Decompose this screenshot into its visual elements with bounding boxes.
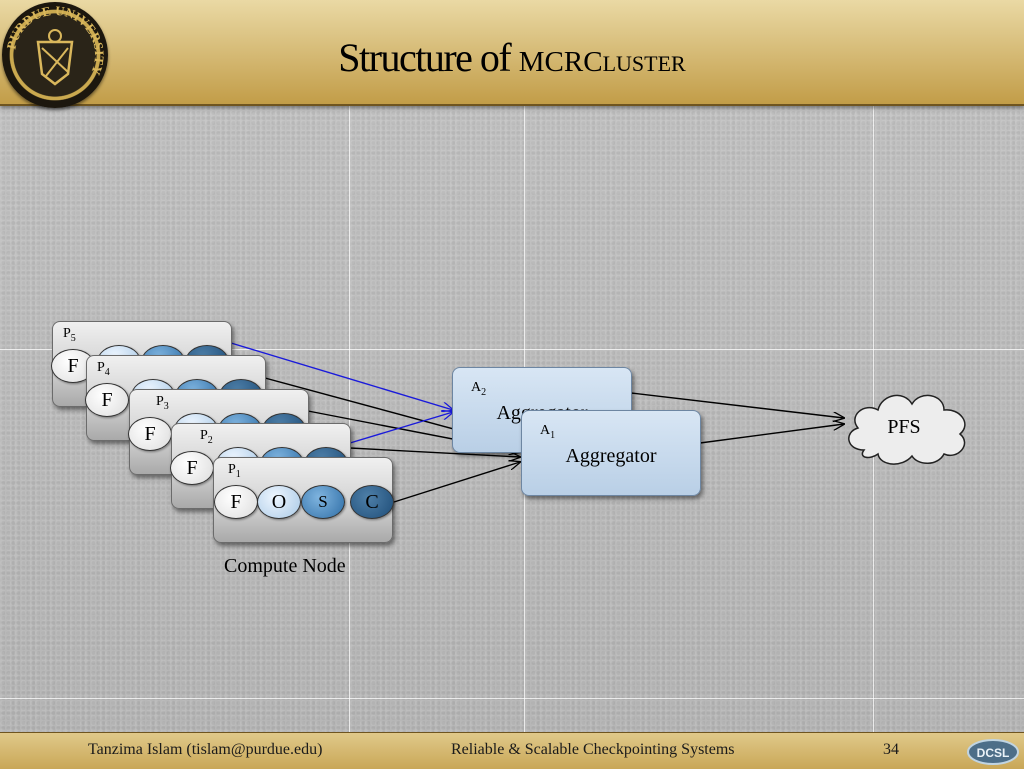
grid-line: [0, 698, 1024, 699]
oval-o: O: [257, 485, 301, 519]
aggregator-a1: A1 Aggregator: [521, 410, 701, 496]
aggregator-label: A2: [471, 380, 487, 398]
svg-text:DCSL: DCSL: [977, 746, 1010, 760]
page-number: 34: [883, 741, 899, 758]
slide-header: PURDUE UNIVERSITY Structure of MCRCLUSTE…: [0, 0, 1024, 108]
oval-f: F: [85, 383, 129, 417]
arrow-p2-a2: [349, 412, 453, 444]
arrow-a2-pfs: [630, 392, 844, 418]
process-label: P1: [228, 462, 241, 480]
purdue-seal-icon: PURDUE UNIVERSITY: [3, 3, 107, 86]
compute-node-label: Compute Node: [224, 555, 346, 577]
arrow-p5-a2: [230, 342, 453, 410]
pfs-cloud-icon: PFS: [848, 394, 966, 465]
oval-c: C: [350, 485, 394, 519]
arrow-p1-a1: [393, 462, 520, 503]
process-label: P2: [200, 428, 213, 446]
oval-f: F: [128, 417, 172, 451]
title-main: Structure of: [338, 35, 519, 80]
aggregator-label: A1: [540, 423, 556, 441]
dcsl-logo-icon: DCSL: [967, 739, 1019, 765]
footer-author: Tanzima Islam (tislam@purdue.edu): [88, 741, 323, 758]
pfs-label: PFS: [887, 416, 920, 438]
process-box-p1: P1 F O S C: [213, 457, 394, 543]
oval-s: S: [301, 485, 345, 519]
oval-f: F: [170, 451, 214, 485]
arrow-p2-a1: [349, 447, 520, 457]
oval-f: F: [214, 485, 258, 519]
footer-talk-title: Reliable & Scalable Checkpointing System…: [451, 741, 735, 758]
slide-footer: Tanzima Islam (tislam@purdue.edu) Reliab…: [0, 732, 1024, 769]
process-label: P5: [63, 326, 76, 344]
slide-title: Structure of MCRCLUSTER: [0, 34, 1024, 81]
process-label: P3: [156, 394, 169, 412]
arrow-a1-pfs: [699, 424, 844, 444]
grid-line: [349, 104, 350, 732]
aggregator-name: Aggregator: [565, 445, 657, 467]
grid-line: [0, 349, 1024, 350]
title-smallcaps-a: MCRC: [518, 46, 603, 78]
purdue-seal-logo: PURDUE UNIVERSITY: [2, 2, 108, 108]
process-label: P4: [97, 360, 110, 378]
title-smallcaps-b: LUSTER: [602, 51, 686, 76]
